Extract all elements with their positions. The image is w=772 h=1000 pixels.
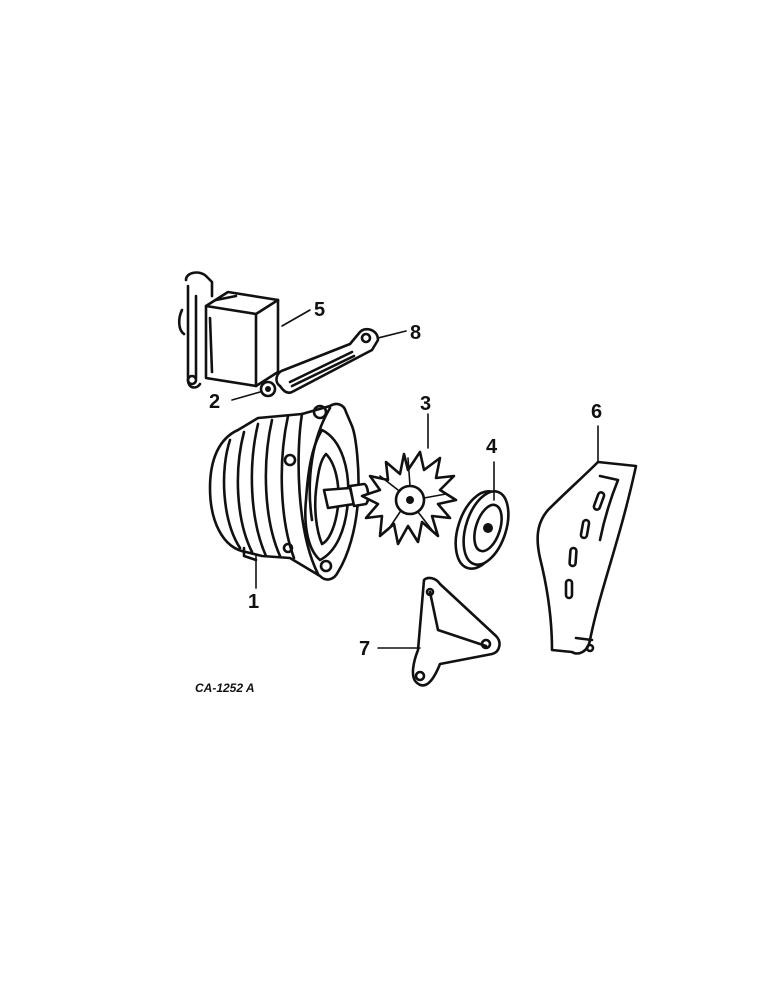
callout-6: 6 bbox=[591, 401, 602, 423]
voltage-regulator bbox=[177, 271, 280, 389]
callout-5: 5 bbox=[314, 299, 325, 321]
callout-3: 3 bbox=[420, 393, 431, 415]
callout-7: 7 bbox=[359, 638, 370, 660]
callout-1: 1 bbox=[248, 591, 259, 613]
belt-guard bbox=[536, 460, 638, 655]
callout-2: 2 bbox=[209, 391, 220, 413]
mounting-bracket bbox=[411, 576, 501, 687]
drawing-code: CA-1252 A bbox=[195, 681, 255, 695]
washer bbox=[259, 380, 277, 398]
alternator bbox=[208, 402, 370, 581]
pulley bbox=[454, 490, 510, 570]
leader-lines bbox=[231, 309, 599, 649]
fan bbox=[360, 450, 458, 546]
adjusting-strap bbox=[275, 327, 380, 395]
callout-4: 4 bbox=[486, 436, 498, 458]
callout-8: 8 bbox=[410, 322, 421, 344]
